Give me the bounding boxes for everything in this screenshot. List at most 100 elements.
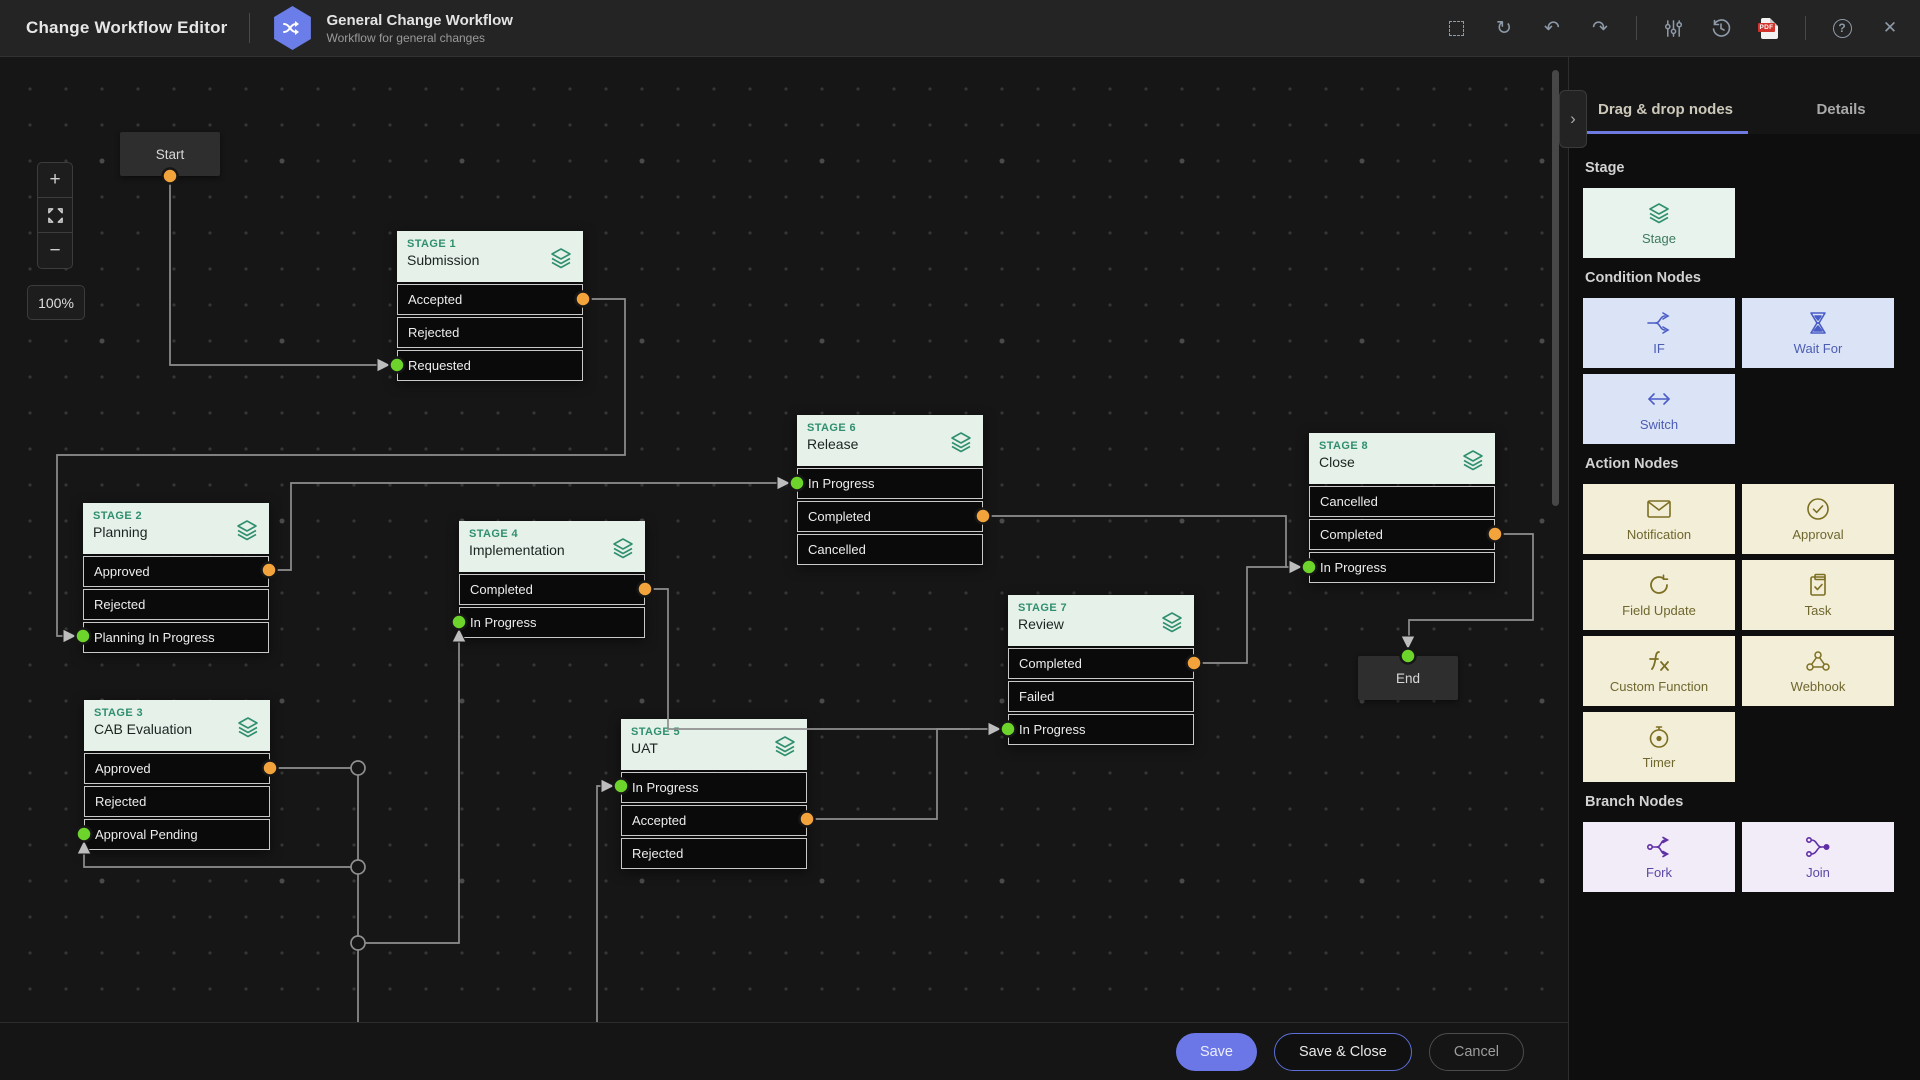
stage-row[interactable]: Rejected (84, 786, 270, 817)
palette-tile-fork[interactable]: Fork (1583, 822, 1735, 892)
stage-row[interactable]: Failed (1008, 681, 1194, 712)
save-and-close-button[interactable]: Save & Close (1274, 1032, 1412, 1071)
stage-row[interactable]: In Progress (621, 772, 807, 803)
palette-tile-wait-for[interactable]: Wait For (1742, 298, 1894, 368)
stage-row[interactable]: Completed (797, 501, 983, 532)
stage-row[interactable]: Completed (1008, 648, 1194, 679)
zoom-in-button[interactable]: + (38, 163, 72, 198)
palette-tile-label: Webhook (1790, 678, 1846, 694)
layers-icon (773, 734, 797, 763)
palette-tile-label: Fork (1646, 864, 1672, 880)
stage-row[interactable]: Rejected (397, 317, 583, 348)
palette-tile-switch[interactable]: Switch (1583, 374, 1735, 444)
layers-icon (235, 518, 259, 547)
zoom-level-indicator[interactable]: 100% (27, 285, 85, 320)
stage-row[interactable]: Approved (84, 753, 270, 784)
stage-row[interactable]: In Progress (459, 607, 645, 638)
stage-row[interactable]: Completed (459, 574, 645, 605)
stage-name: Release (807, 436, 859, 452)
undo-icon[interactable]: ↶ (1544, 17, 1560, 39)
start-node[interactable]: Start (120, 132, 220, 176)
settings-sliders-icon[interactable] (1661, 16, 1685, 40)
stage-row[interactable]: Approved (83, 556, 269, 587)
history-icon[interactable] (1709, 16, 1733, 40)
stage-row[interactable]: Cancelled (797, 534, 983, 565)
save-button[interactable]: Save (1175, 1032, 1257, 1071)
stage-row[interactable]: Accepted (621, 805, 807, 836)
cancel-button[interactable]: Cancel (1428, 1032, 1524, 1071)
stage-number-label: STAGE 8 (1319, 440, 1369, 452)
stage-row[interactable]: In Progress (797, 468, 983, 499)
end-node[interactable]: End (1358, 656, 1458, 700)
palette-tile-task[interactable]: Task (1742, 560, 1894, 630)
palette-tile-approval[interactable]: Approval (1742, 484, 1894, 554)
palette-tile-if[interactable]: IF (1583, 298, 1735, 368)
app-header: Change Workflow Editor General Change Wo… (0, 0, 1920, 57)
stage-row[interactable]: In Progress (1309, 552, 1495, 583)
toolbar-separator (1636, 16, 1637, 40)
stage-name: UAT (631, 740, 658, 756)
palette-section-title: Condition Nodes (1585, 270, 1701, 286)
palette-tile-join[interactable]: Join (1742, 822, 1894, 892)
palette-tile-grid: Stage (1583, 188, 1920, 258)
fit-screen-button[interactable] (38, 198, 72, 233)
stage-row[interactable]: Cancelled (1309, 486, 1495, 517)
layers-icon (1160, 610, 1184, 639)
stage-row[interactable]: Accepted (397, 284, 583, 315)
area-select-icon[interactable] (1444, 16, 1468, 40)
palette-tile-label: Stage (1642, 230, 1676, 246)
check-circle-icon (1806, 497, 1830, 521)
export-pdf-icon[interactable]: PDF (1757, 16, 1781, 40)
palette-tile-timer[interactable]: Timer (1583, 712, 1735, 782)
stage-row[interactable]: Rejected (621, 838, 807, 869)
stage-row[interactable]: Completed (1309, 519, 1495, 550)
canvas-scrollbar[interactable] (1552, 70, 1559, 506)
envelope-icon (1646, 497, 1672, 521)
help-icon[interactable]: ? (1830, 16, 1854, 40)
palette-tile-stage[interactable]: Stage (1583, 188, 1735, 258)
sidebar-tabs: Drag & drop nodes Details (1569, 57, 1920, 134)
stage-row[interactable]: Planning In Progress (83, 622, 269, 653)
stage-row[interactable]: Approval Pending (84, 819, 270, 850)
redo-icon[interactable]: ↷ (1592, 17, 1608, 39)
palette-tile-label: Field Update (1622, 602, 1696, 618)
header-divider (249, 13, 251, 43)
close-icon[interactable]: ✕ (1882, 18, 1898, 37)
layers-icon (1461, 448, 1485, 477)
palette-tile-custom-function[interactable]: Custom Function (1583, 636, 1735, 706)
refresh-icon[interactable]: ↻ (1496, 17, 1512, 39)
zoom-out-button[interactable]: − (49, 239, 61, 261)
palette-tile-label: Switch (1639, 416, 1679, 432)
tab-drag-drop-nodes[interactable]: Drag & drop nodes (1569, 57, 1762, 134)
stage-row[interactable]: Rejected (83, 589, 269, 620)
palette-tile-label: Task (1804, 602, 1832, 618)
layers-icon (549, 246, 573, 275)
palette-tile-webhook[interactable]: Webhook (1742, 636, 1894, 706)
palette-tile-notification[interactable]: Notification (1583, 484, 1735, 554)
palette-tile-field-update[interactable]: Field Update (1583, 560, 1735, 630)
stage-row[interactable]: Requested (397, 350, 583, 381)
stage-row[interactable]: In Progress (1008, 714, 1194, 745)
toolbar-separator (1805, 16, 1806, 40)
sidebar-collapse-button[interactable]: › (1559, 90, 1587, 148)
stage-name: Submission (407, 252, 480, 268)
tab-details[interactable]: Details (1816, 101, 1866, 118)
zoom-controls: + − (37, 162, 73, 269)
